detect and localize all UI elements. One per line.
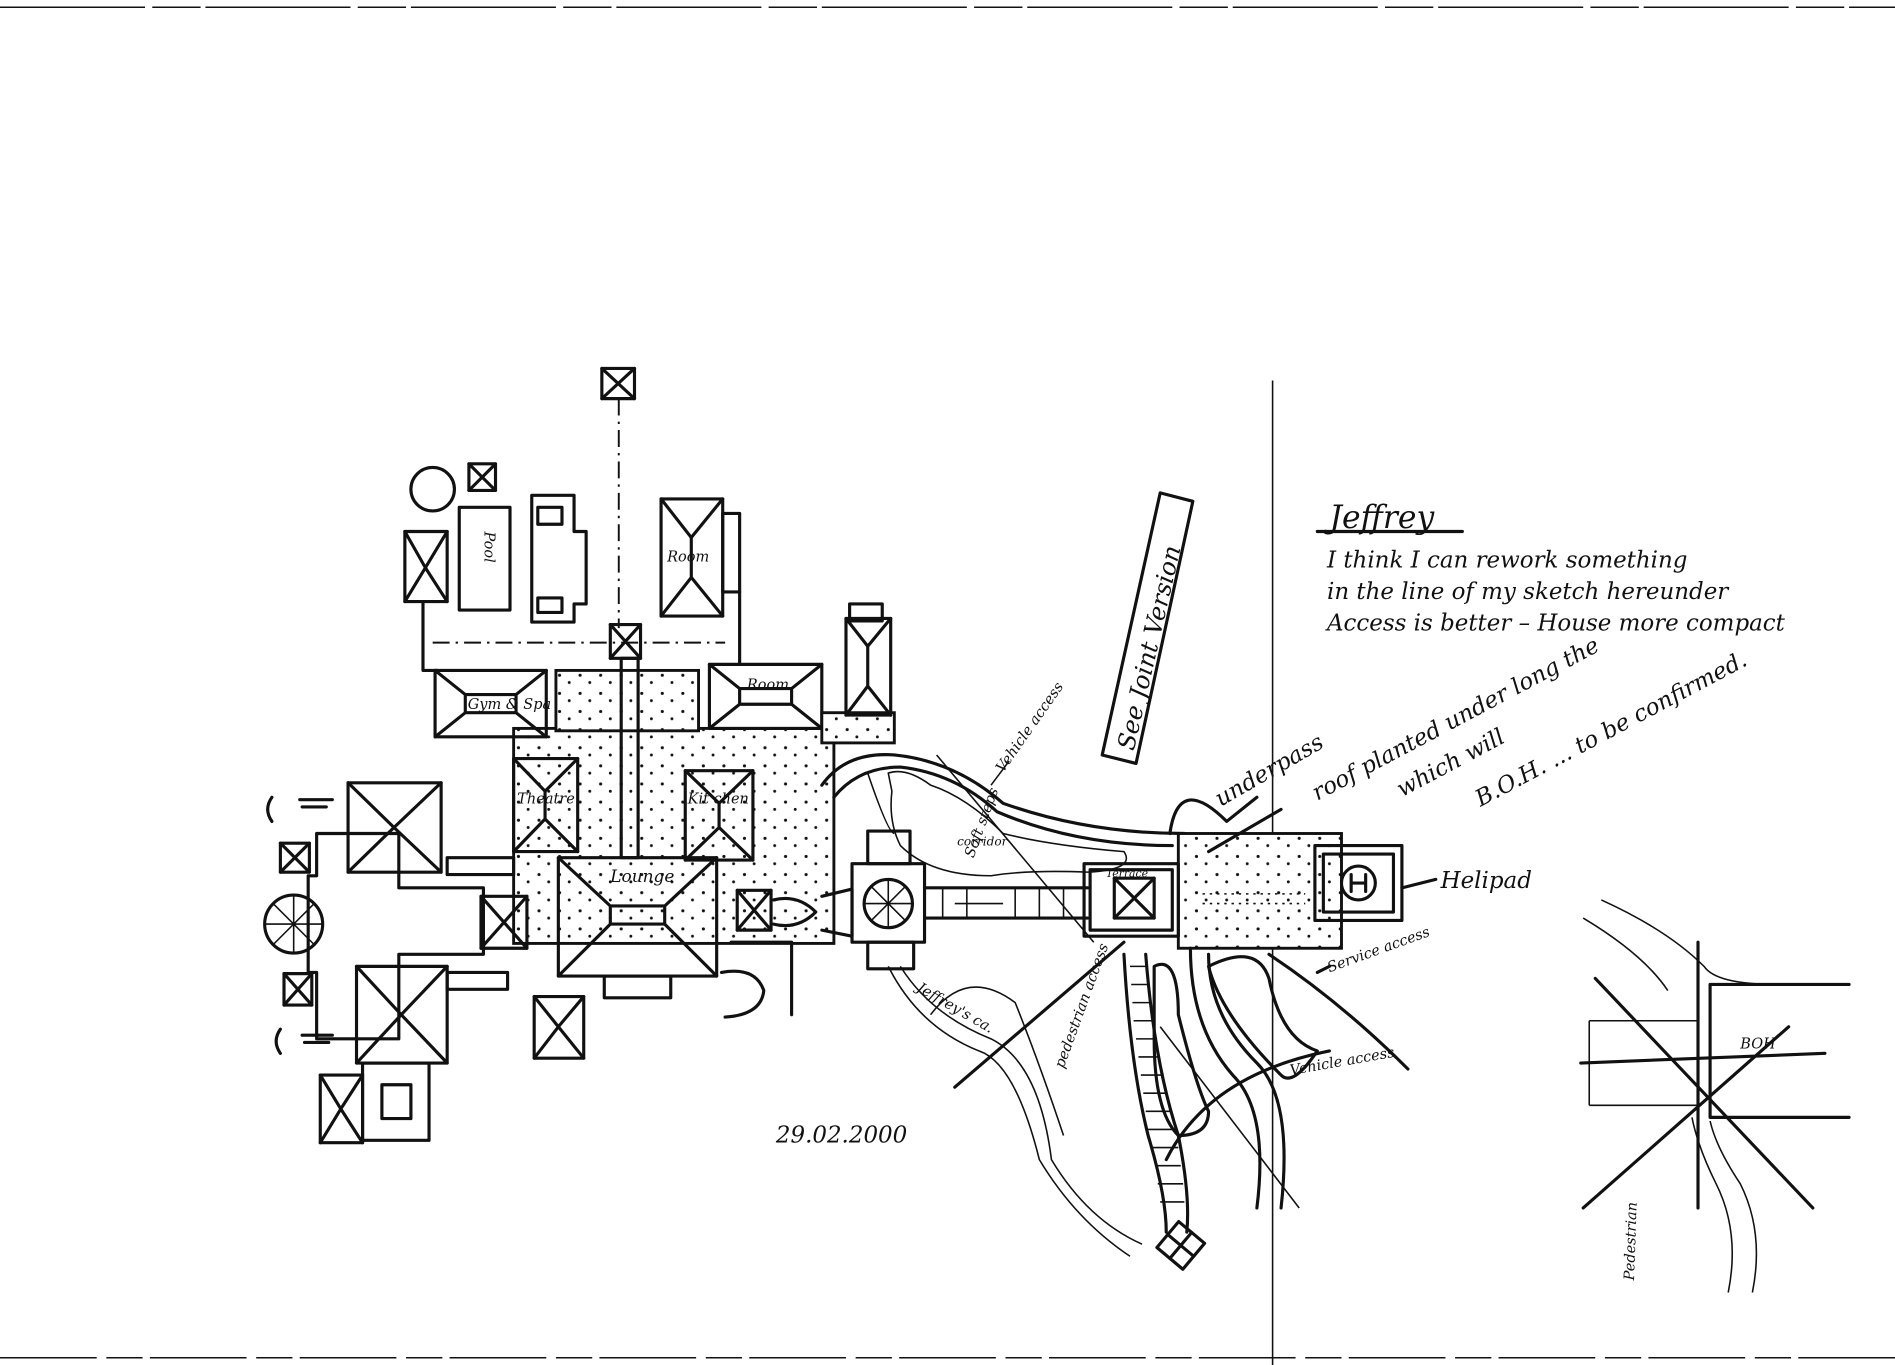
label-helipad: Helipad — [1440, 868, 1532, 894]
label-corridor: corridor — [957, 835, 1008, 849]
roof-note-3: B.O.H. ... to be confirmed. — [1470, 647, 1751, 813]
room-north: Room — [659, 497, 742, 618]
note-line-3: Access is better – House more compact — [1325, 611, 1786, 637]
see-joint-version-label: See Joint Version — [1112, 543, 1186, 753]
room-label-theatre: Theatre — [517, 791, 575, 807]
see-joint-version-box: See Joint Version — [1100, 491, 1195, 766]
north-wing: Pool Room — [403, 366, 742, 672]
note-line-1: I think I can rework something — [1326, 548, 1687, 574]
room-central: Room — [707, 662, 824, 730]
room-label-lounge: Lounge — [609, 866, 674, 886]
note-line-2: in the line of my sketch hereunder — [1327, 579, 1730, 605]
handwritten-notes: Jeffrey I think I can rework something i… — [1308, 500, 1786, 813]
south-paths: Service access Vehicle access Jeffrey's … — [887, 924, 1432, 1271]
middle-block: Gym & Spa Room Theatre Kit chen Lounge — [433, 602, 896, 1019]
pool-block: Pool — [457, 505, 512, 612]
room-label-north: Room — [666, 550, 709, 566]
scan-edge-marks — [0, 6, 1895, 1365]
kitchen: Kit chen — [683, 769, 755, 862]
room-label-pool: Pool — [481, 531, 497, 564]
sketch-date: 29.02.2000 — [775, 1123, 907, 1149]
room-label-kitchen: Kit chen — [687, 791, 749, 807]
theatre: Theatre — [512, 757, 580, 854]
room-label-gym-spa: Gym & Spa — [468, 697, 551, 713]
label-soft-steps: Soft steps — [962, 786, 1002, 860]
inset-sketch: BOH Pedestrian — [1579, 899, 1851, 1293]
inset-label-boh: BOH — [1739, 1037, 1776, 1053]
inset-label-pedestrian: Pedestrian — [1622, 1202, 1641, 1282]
note-heading: Jeffrey — [1323, 500, 1435, 536]
gym-spa: Gym & Spa — [433, 668, 551, 739]
label-vehicle-access-top: Vehicle access — [993, 679, 1067, 775]
roof-note-1: roof planted under long the — [1308, 633, 1604, 807]
spa-tub — [409, 465, 456, 513]
east-axis: corridor — [735, 772, 1090, 971]
label-underpass: underpass — [1211, 729, 1329, 812]
west-wing — [263, 781, 586, 1145]
room-label-central: Room — [746, 678, 789, 694]
label-vehicle-access-bottom: Vehicle access — [1289, 1045, 1396, 1079]
